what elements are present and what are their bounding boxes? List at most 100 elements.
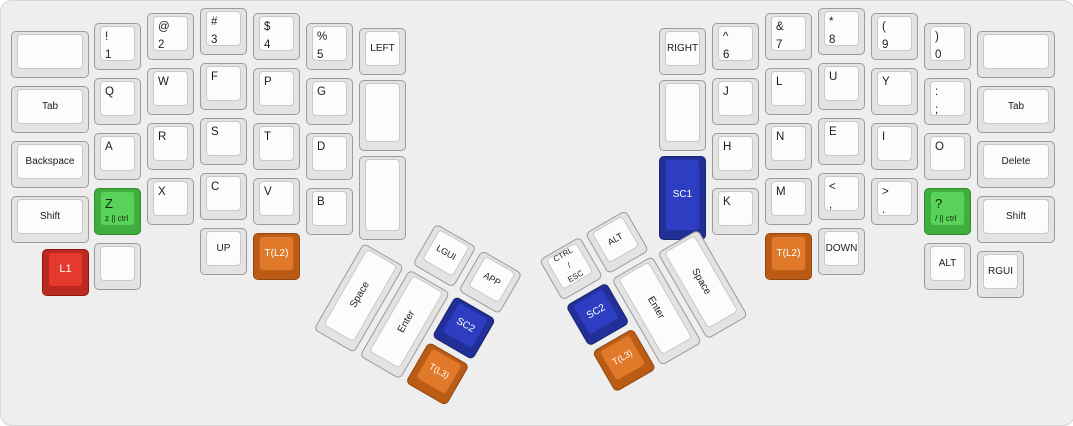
key-blank-left-col7-a[interactable] xyxy=(359,80,406,151)
key-app-label: APP xyxy=(482,269,503,288)
key-c[interactable]: C xyxy=(200,173,247,220)
key-s-label: S xyxy=(211,126,219,138)
key-shift-left[interactable]: Shift xyxy=(11,196,89,243)
key-v[interactable]: V xyxy=(253,178,300,225)
key-blank-left-top[interactable] xyxy=(11,31,89,78)
key-left-arrow-face: LEFT xyxy=(365,31,400,66)
key-o[interactable]: O xyxy=(924,133,971,180)
key-6[interactable]: ^6 xyxy=(712,23,759,70)
key-up-label: UP xyxy=(216,242,231,254)
key-rgui[interactable]: RGUI xyxy=(977,251,1024,298)
key-period[interactable]: >. xyxy=(871,178,918,225)
key-v-label: V xyxy=(264,186,272,198)
key-right-arrow-face: RIGHT xyxy=(665,31,700,66)
key-t-l2-left[interactable]: T(L2) xyxy=(253,233,300,280)
key-shift-right[interactable]: Shift xyxy=(977,196,1055,243)
key-alt-right[interactable]: ALT xyxy=(924,243,971,290)
key-shift-left-face: Shift xyxy=(17,199,83,234)
key-alt-right-face: ALT xyxy=(930,246,965,281)
key-slash[interactable]: ?/ || ctrl xyxy=(924,188,971,235)
key-right-arrow[interactable]: RIGHT xyxy=(659,28,706,75)
key-2[interactable]: @2 xyxy=(147,13,194,60)
key-up-face: UP xyxy=(206,231,241,266)
key-l1-label: L1 xyxy=(59,262,72,275)
key-y-label: Y xyxy=(882,76,890,88)
key-up[interactable]: UP xyxy=(200,228,247,275)
key-t-l2-right-label: T(L2) xyxy=(776,247,801,259)
key-q-face: Q xyxy=(100,81,135,116)
key-backspace[interactable]: Backspace xyxy=(11,141,89,188)
key-j[interactable]: J xyxy=(712,78,759,125)
key-y[interactable]: Y xyxy=(871,68,918,115)
key-f[interactable]: F xyxy=(200,63,247,110)
key-5-face: %5 xyxy=(312,26,347,61)
key-left-arrow[interactable]: LEFT xyxy=(359,28,406,75)
key-g[interactable]: G xyxy=(306,78,353,125)
key-m[interactable]: M xyxy=(765,178,812,225)
key-h[interactable]: H xyxy=(712,133,759,180)
key-blank-right-col1[interactable] xyxy=(659,80,706,151)
key-7[interactable]: &7 xyxy=(765,13,812,60)
key-sc1[interactable]: SC1 xyxy=(659,156,706,240)
key-9[interactable]: (9 xyxy=(871,13,918,60)
key-2-face: @2 xyxy=(153,16,188,51)
key-d-label: D xyxy=(317,141,326,153)
key-t-l3-right-face: T(L3) xyxy=(598,333,647,382)
key-8[interactable]: *8 xyxy=(818,8,865,55)
key-j-face: J xyxy=(718,81,753,116)
key-tab-right[interactable]: Tab xyxy=(977,86,1055,133)
key-s[interactable]: S xyxy=(200,118,247,165)
key-1[interactable]: !1 xyxy=(94,23,141,70)
key-h-face: H xyxy=(718,136,753,171)
key-l[interactable]: L xyxy=(765,68,812,115)
key-d[interactable]: D xyxy=(306,133,353,180)
key-delete[interactable]: Delete xyxy=(977,141,1055,188)
key-blank-right-top[interactable] xyxy=(977,31,1055,78)
key-n[interactable]: N xyxy=(765,123,812,170)
key-k[interactable]: K xyxy=(712,188,759,235)
key-a[interactable]: A xyxy=(94,133,141,180)
key-blank-left-bottom[interactable] xyxy=(94,243,141,290)
key-t-l2-left-label: T(L2) xyxy=(264,247,289,259)
key-t-l2-right[interactable]: T(L2) xyxy=(765,233,812,280)
key-right-arrow-label: RIGHT xyxy=(666,42,699,54)
key-m-label: M xyxy=(776,186,786,198)
key-blank-right-col1-face xyxy=(665,83,700,142)
key-semicolon-label: :; xyxy=(935,86,939,116)
key-4[interactable]: $4 xyxy=(253,13,300,60)
key-down-face: DOWN xyxy=(824,231,859,266)
key-q[interactable]: Q xyxy=(94,78,141,125)
key-blank-left-col7-b[interactable] xyxy=(359,156,406,240)
key-shift-right-label: Shift xyxy=(1005,210,1026,222)
key-semicolon[interactable]: :; xyxy=(924,78,971,125)
key-p[interactable]: P xyxy=(253,68,300,115)
key-p-label: P xyxy=(264,76,272,88)
key-down[interactable]: DOWN xyxy=(818,228,865,275)
key-5[interactable]: %5 xyxy=(306,23,353,70)
key-b[interactable]: B xyxy=(306,188,353,235)
key-3[interactable]: #3 xyxy=(200,8,247,55)
key-l1-face: L1 xyxy=(48,252,83,287)
key-t-l2-left-face: T(L2) xyxy=(259,236,294,271)
key-period-face: >. xyxy=(877,181,912,216)
key-e[interactable]: E xyxy=(818,118,865,165)
key-e-label: E xyxy=(829,126,837,138)
key-0[interactable]: )0 xyxy=(924,23,971,70)
key-r[interactable]: R xyxy=(147,123,194,170)
key-sc2-left-face: SC2 xyxy=(441,301,490,350)
key-q-label: Q xyxy=(105,86,114,98)
key-w[interactable]: W xyxy=(147,68,194,115)
key-tab-left[interactable]: Tab xyxy=(11,86,89,133)
key-t-l2-right-face: T(L2) xyxy=(771,236,806,271)
key-t[interactable]: T xyxy=(253,123,300,170)
key-i[interactable]: I xyxy=(871,123,918,170)
key-blank-right-top-face xyxy=(983,34,1049,69)
key-u[interactable]: U xyxy=(818,63,865,110)
key-l1[interactable]: L1 xyxy=(42,249,89,296)
key-comma[interactable]: <, xyxy=(818,173,865,220)
key-x[interactable]: X xyxy=(147,178,194,225)
key-k-label: K xyxy=(723,196,731,208)
key-delete-face: Delete xyxy=(983,144,1049,179)
